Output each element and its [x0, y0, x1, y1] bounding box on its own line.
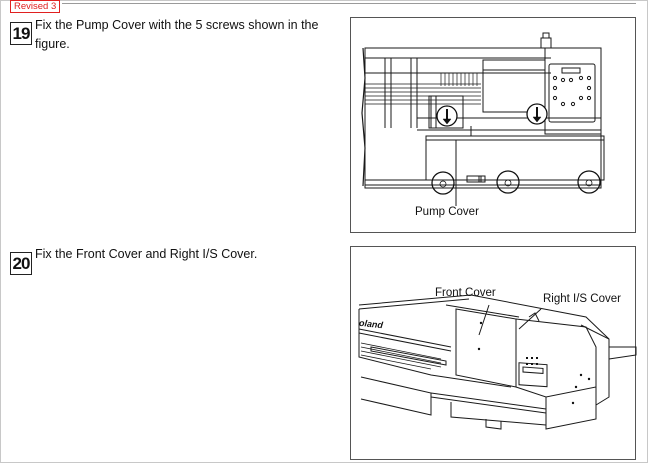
step-19-number: 19: [10, 22, 32, 45]
pump-cover-illustration: [361, 32, 605, 206]
step-19-instruction-line2: figure.: [35, 37, 70, 51]
step-20-number: 20: [10, 252, 32, 275]
front-cover-label: Front Cover: [435, 287, 496, 299]
revision-badge: Revised 3: [10, 0, 61, 13]
step-19-figure: Pump Cover: [350, 17, 636, 233]
pump-cover-label: Pump Cover: [415, 206, 479, 218]
step-19-instruction-line1: Fix the Pump Cover with the 5 screws sho…: [35, 18, 319, 32]
right-is-cover-label: Right I/S Cover: [543, 293, 621, 305]
front-cover-illustration: [358, 294, 637, 430]
step-20-figure: oland Front Cover Right I/S Cover: [350, 246, 637, 460]
header-rule: [62, 3, 636, 4]
step-20-instruction: Fix the Front Cover and Right I/S Cover.: [35, 247, 258, 261]
